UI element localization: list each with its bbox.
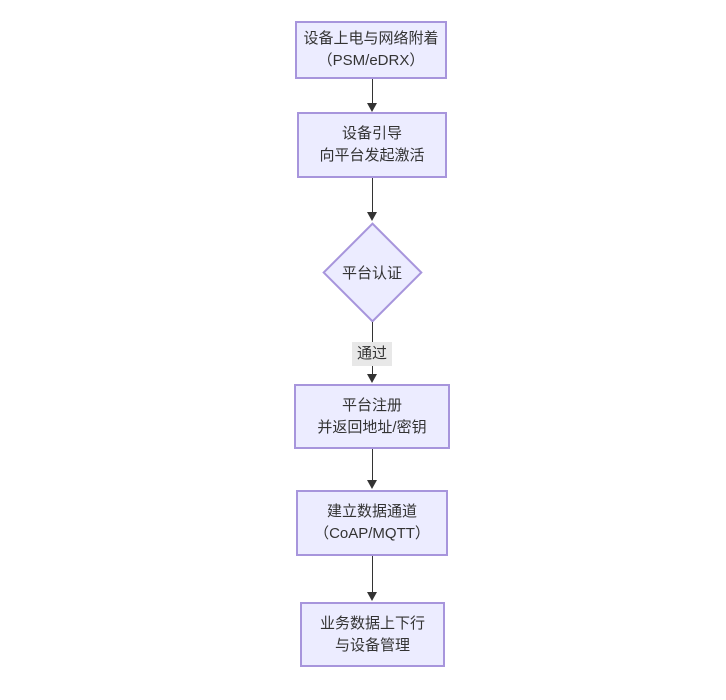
node-text-line: 设备上电与网络附着 (303, 30, 439, 47)
edge-label-pass: 通过 (352, 342, 392, 366)
arrow-down-icon (367, 592, 377, 601)
node-text-line: 设备引导 (341, 125, 402, 142)
node-text-line: 平台认证 (341, 264, 402, 282)
connector-line (372, 178, 373, 212)
arrow-down-icon (367, 212, 377, 221)
node-platform-register: 平台注册 并返回地址/密钥 (294, 384, 450, 449)
node-data-channel: 建立数据通道 （CoAP/MQTT） (296, 490, 448, 556)
node-text-line: 向平台发起激活 (319, 147, 425, 164)
decision-platform-auth: 平台认证 (321, 221, 423, 323)
connector-line (372, 449, 373, 480)
node-text-line: （CoAP/MQTT） (314, 525, 430, 542)
arrow-down-icon (367, 480, 377, 489)
node-text-line: 并返回地址/密钥 (317, 418, 427, 436)
node-text-line: 业务数据上下行 (319, 614, 425, 632)
connector-line (372, 79, 373, 104)
connector-line (372, 556, 373, 592)
node-text-line: 与设备管理 (334, 636, 410, 654)
arrow-down-icon (367, 374, 377, 383)
node-text-line: 建立数据通道 (326, 503, 417, 520)
node-device-bootstrap: 设备引导 向平台发起激活 (297, 112, 447, 178)
node-power-on-network-attach: 设备上电与网络附着 （PSM/eDRX） (295, 21, 447, 79)
node-text-line: 平台注册 (341, 396, 402, 414)
arrow-down-icon (367, 103, 377, 112)
node-text-line: （PSM/eDRX） (317, 52, 425, 69)
node-business-data: 业务数据上下行 与设备管理 (300, 602, 445, 667)
